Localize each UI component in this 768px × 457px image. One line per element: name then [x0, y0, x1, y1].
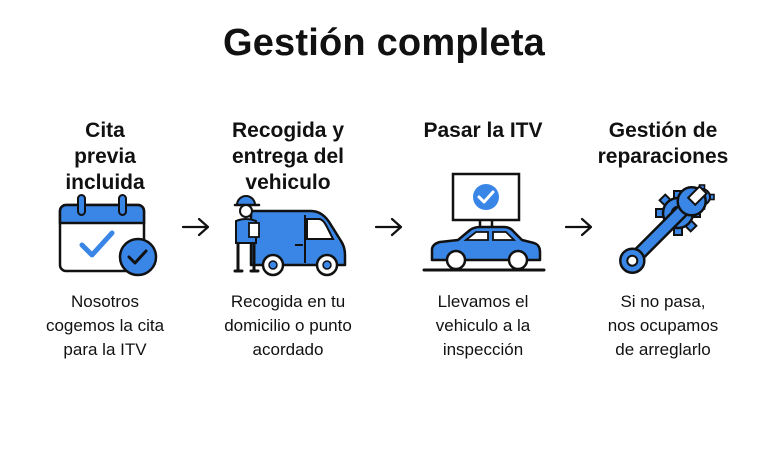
step-desc-line: Llevamos el	[437, 292, 529, 311]
step-desc-line: cogemos la cita	[45, 316, 165, 335]
step-description: Nosotros cogemos la cita para la ITV	[15, 290, 195, 362]
step-title: Cita previa incluida	[15, 118, 195, 196]
calendar-check-icon	[15, 175, 195, 280]
van-driver-icon	[198, 175, 378, 280]
step-title-line: reparaciones	[597, 145, 729, 168]
step-title-line: incluida	[65, 171, 145, 194]
step-inspection: Pasar la ITV Llevamos el vehiculo a la i…	[393, 0, 573, 457]
arrow-right-icon	[181, 217, 210, 237]
step-desc-line: Nosotros	[70, 292, 140, 311]
step-title-line: Pasar la ITV	[423, 119, 543, 142]
step-title-line: previa	[74, 145, 136, 168]
step-desc-line: domicilio o punto	[224, 316, 352, 335]
step-desc-line: vehiculo a la	[435, 316, 531, 335]
step-desc-line: Recogida en tu	[230, 292, 346, 311]
step-description: Llevamos el vehiculo a la inspección	[393, 290, 573, 362]
step-repairs: Gestión de reparaciones	[573, 0, 753, 457]
step-title-line: Recogida y	[231, 119, 345, 142]
arrow-right-icon	[564, 217, 593, 237]
step-desc-line: nos ocupamos	[607, 316, 719, 335]
step-title: Gestión de reparaciones	[573, 118, 753, 170]
step-title: Recogida y entrega del vehiculo	[198, 118, 378, 196]
step-pickup: Recogida y entrega del vehiculo Recogida…	[198, 0, 378, 457]
step-description: Si no pasa, nos ocupamos de arreglarlo	[573, 290, 753, 362]
step-appointment: Cita previa incluida Nosotros cogemos la…	[15, 0, 195, 457]
step-description: Recogida en tu domicilio o punto acordad…	[198, 290, 378, 362]
step-desc-line: acordado	[252, 340, 324, 359]
car-inspection-icon	[393, 170, 573, 275]
step-desc-line: para la ITV	[63, 340, 147, 359]
arrow-right-icon	[374, 217, 403, 237]
step-title-line: vehiculo	[245, 171, 331, 194]
step-title-line: Gestión de	[608, 119, 718, 142]
step-title-line: entrega del	[231, 145, 345, 168]
page-title: Gestión completa	[222, 22, 546, 64]
wrench-gears-icon	[573, 175, 753, 280]
step-title: Pasar la ITV	[393, 118, 573, 144]
step-desc-line: inspección	[442, 340, 524, 359]
step-desc-line: Si no pasa,	[620, 292, 706, 311]
step-desc-line: de arreglarlo	[615, 340, 711, 359]
step-title-line: Cita	[85, 119, 125, 142]
